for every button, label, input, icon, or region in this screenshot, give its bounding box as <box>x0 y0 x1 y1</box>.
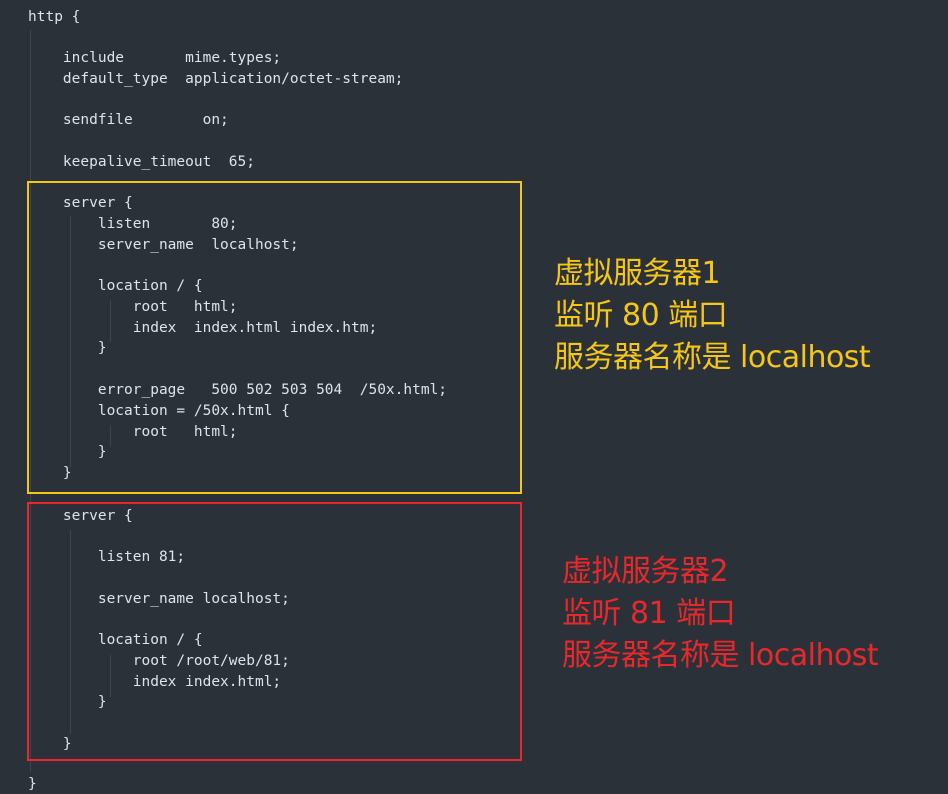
server2-highlight-box <box>27 502 522 761</box>
indent-guide <box>70 216 71 468</box>
code-line: root html; <box>28 424 238 440</box>
server1-annotation-name: 服务器名称是 localhost <box>554 340 871 375</box>
indent-guide <box>30 30 31 772</box>
code-line: listen 80; <box>28 216 238 232</box>
code-line: location / { <box>28 278 203 294</box>
code-line: include mime.types; <box>28 50 282 66</box>
server1-annotation-title: 虚拟服务器1 <box>554 256 721 291</box>
code-line: } <box>28 465 72 481</box>
server1-annotation-port: 监听 80 端口 <box>554 298 728 333</box>
code-line: http { <box>28 9 81 25</box>
code-line: root html; <box>28 299 238 315</box>
code-line: server { <box>28 508 133 524</box>
code-line: } <box>28 776 37 792</box>
code-line: location = /50x.html { <box>28 403 290 419</box>
server2-annotation-port: 监听 81 端口 <box>562 596 736 631</box>
code-line: root /root/web/81; <box>28 653 290 669</box>
code-line: server_name localhost; <box>28 237 299 253</box>
indent-guide <box>110 425 111 447</box>
code-line: error_page 500 502 503 504 /50x.html; <box>28 382 448 398</box>
code-line: keepalive_timeout 65; <box>28 154 255 170</box>
code-line: default_type application/octet-stream; <box>28 71 404 87</box>
code-line: } <box>28 444 107 460</box>
server2-annotation-title: 虚拟服务器2 <box>562 554 729 589</box>
code-line: } <box>28 694 107 710</box>
code-line: } <box>28 340 107 356</box>
indent-guide <box>70 530 71 734</box>
code-line: } <box>28 736 72 752</box>
server2-annotation: 虚拟服务器2 监听 81 端口 服务器名称是 localhost <box>562 551 879 677</box>
indent-guide <box>110 655 111 697</box>
code-line: server_name localhost; <box>28 591 290 607</box>
indent-guide <box>110 300 111 342</box>
code-line: sendfile on; <box>28 112 229 128</box>
server1-annotation: 虚拟服务器1 监听 80 端口 服务器名称是 localhost <box>554 253 871 379</box>
code-line: location / { <box>28 632 203 648</box>
code-line: listen 81; <box>28 549 186 565</box>
server2-annotation-name: 服务器名称是 localhost <box>562 638 879 673</box>
code-line: server { <box>28 195 133 211</box>
code-line: index index.html; <box>28 674 282 690</box>
code-line: index index.html index.htm; <box>28 320 378 336</box>
server1-highlight-box <box>27 181 522 494</box>
